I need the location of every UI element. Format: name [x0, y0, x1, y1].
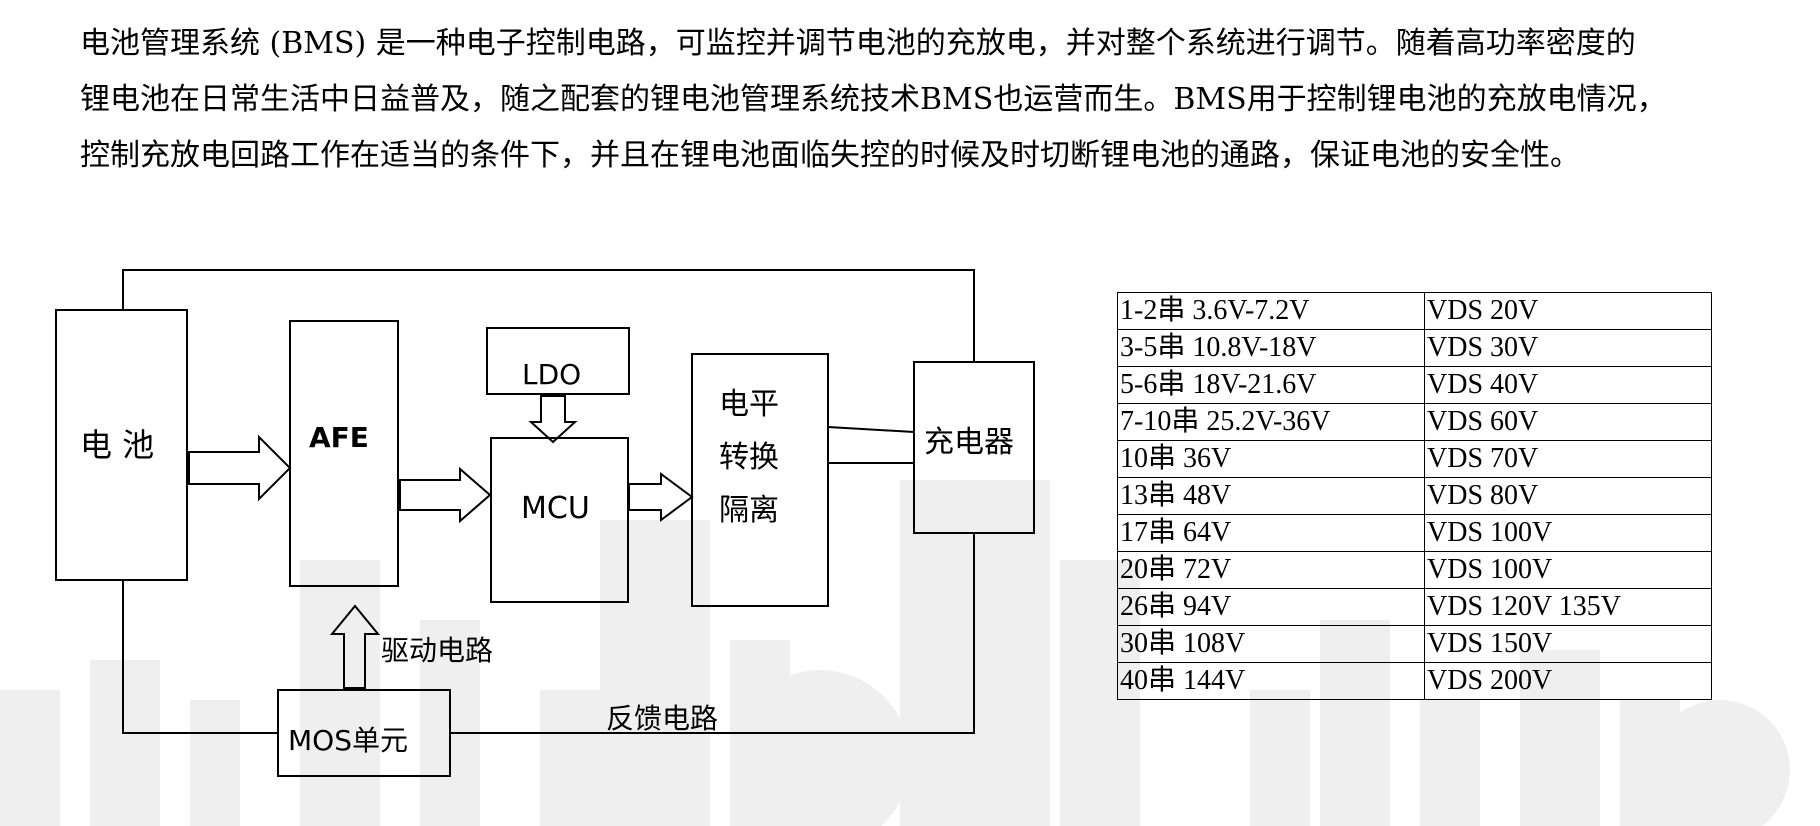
level-shift-label-2: 转换: [719, 440, 779, 475]
feedback-circuit-label: 反馈电路: [606, 702, 718, 735]
battery-box: [55, 309, 188, 581]
arrow-mos-to-afe: [329, 604, 381, 689]
charger-label: 充电器: [924, 425, 1014, 460]
series-cell: 20串 72V: [1117, 551, 1425, 589]
series-cell: 1-2串 3.6V-7.2V: [1117, 292, 1425, 330]
paragraph-line: 控制充放电回路工作在适当的条件下，并且在锂电池面临失控的时候及时切断锂电池的通路…: [80, 138, 1580, 173]
vds-cell: VDS 60V: [1424, 403, 1712, 441]
mcu-label: MCU: [521, 491, 590, 526]
level-shift-label-3: 隔离: [719, 493, 779, 528]
paragraph-line: 锂电池在日常生活中日益普及，随之配套的锂电池管理系统技术BMS也运营而生。BMS…: [80, 82, 1667, 117]
vds-cell: VDS 20V: [1424, 292, 1712, 330]
ldo-box: [486, 327, 630, 395]
level-shift-label-1: 电平: [719, 387, 779, 422]
vds-cell: VDS 150V: [1424, 625, 1712, 663]
charger-box: [913, 361, 1035, 534]
mos-unit-label: MOS单元: [288, 724, 408, 757]
series-cell: 10串 36V: [1117, 440, 1425, 478]
afe-label: AFE: [309, 421, 369, 454]
mcu-box: [490, 437, 629, 603]
mos-unit-box: [277, 689, 451, 777]
level-shift-box: [691, 353, 829, 607]
vds-cell: VDS 100V: [1424, 551, 1712, 589]
series-cell: 26串 94V: [1117, 588, 1425, 626]
vds-cell: VDS 80V: [1424, 477, 1712, 515]
arrow-ldo-to-mcu: [528, 395, 578, 444]
ldo-label: LDO: [522, 358, 581, 391]
drive-circuit-label: 驱动电路: [381, 634, 493, 667]
intro-paragraph: 电池管理系统 (BMS) 是一种电子控制电路，可监控并调节电池的充放电，并对整个…: [80, 16, 1780, 184]
top-connection-line: [122, 269, 975, 362]
arrow-afe-to-mcu: [399, 466, 492, 524]
battery-label: 电 池: [80, 426, 154, 464]
afe-box: [289, 320, 399, 587]
paragraph-line: 电池管理系统 (BMS) 是一种电子控制电路，可监控并调节电池的充放电，并对整个…: [80, 26, 1636, 61]
vds-cell: VDS 100V: [1424, 514, 1712, 552]
arrow-mcu-to-level-shift: [628, 472, 694, 522]
series-cell: 7-10串 25.2V-36V: [1117, 403, 1425, 441]
bottom-left-connection-line: [122, 580, 278, 734]
vds-cell: VDS 30V: [1424, 329, 1712, 367]
series-cell: 40串 144V: [1117, 662, 1425, 700]
vds-cell: VDS 120V 135V: [1424, 588, 1712, 626]
series-cell: 3-5串 10.8V-18V: [1117, 329, 1425, 367]
series-cell: 17串 64V: [1117, 514, 1425, 552]
vds-cell: VDS 200V: [1424, 662, 1712, 700]
series-cell: 5-6串 18V-21.6V: [1117, 366, 1425, 404]
series-cell: 30串 108V: [1117, 625, 1425, 663]
vds-cell: VDS 40V: [1424, 366, 1712, 404]
link-line: [827, 426, 915, 433]
series-cell: 13串 48V: [1117, 477, 1425, 515]
vds-cell: VDS 70V: [1424, 440, 1712, 478]
arrow-battery-to-afe: [188, 434, 292, 502]
feedback-line: [450, 533, 975, 734]
